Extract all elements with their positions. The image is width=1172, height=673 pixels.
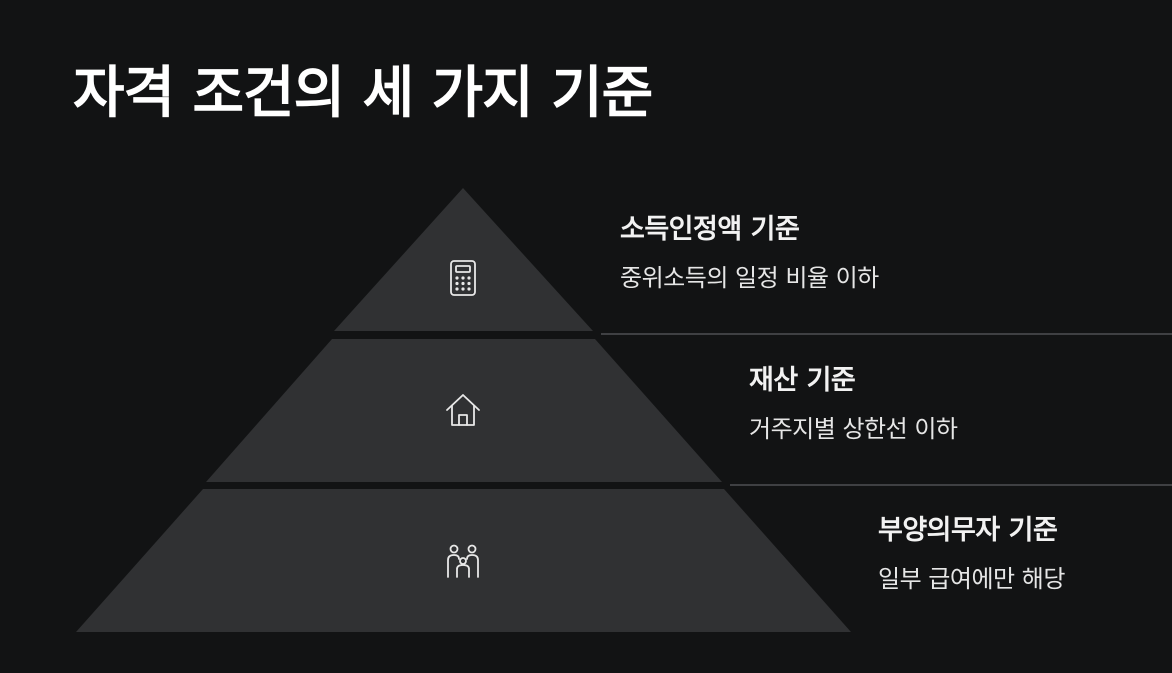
tier-1-description: 중위소득의 일정 비율 이하: [620, 264, 879, 293]
pyramid-tier-2: [206, 339, 722, 482]
pyramid-tier-3: [76, 489, 851, 632]
tier-2-description: 거주지별 상한선 이하: [749, 415, 958, 444]
tier-1-heading: 소득인정액 기준: [620, 214, 800, 245]
tier-2-heading: 재산 기준: [749, 365, 856, 396]
tier-3-label: 부양의무자 기준 일부 급여에만 해당: [878, 515, 1065, 594]
tier-3-description: 일부 급여에만 해당: [878, 565, 1065, 594]
tier-3-heading: 부양의무자 기준: [878, 515, 1058, 546]
calculator-icon: [450, 260, 476, 296]
house-icon: [446, 394, 480, 426]
pyramid-tier-1: [334, 188, 593, 331]
tier-2-label: 재산 기준 거주지별 상한선 이하: [749, 365, 958, 444]
tier-1-label: 소득인정액 기준 중위소득의 일정 비율 이하: [620, 214, 879, 293]
page-title: 자격 조건의 세 가지 기준: [73, 61, 653, 126]
family-icon: [447, 544, 479, 578]
